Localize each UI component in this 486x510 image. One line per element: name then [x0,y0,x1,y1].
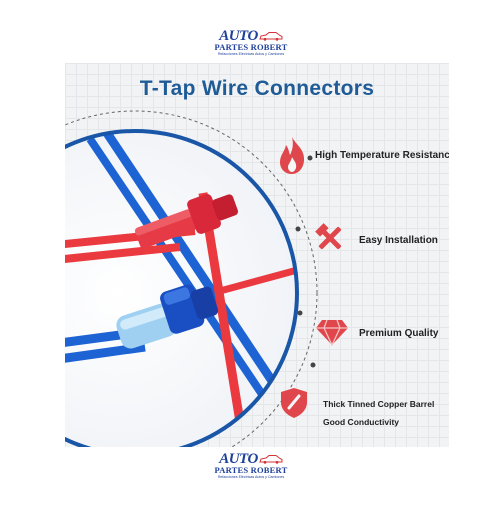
feature-label-copper-barrel: Thick Tinned Copper Barrel [323,399,435,409]
feature-label-high-temperature: High Temperature Resistance [315,150,449,161]
feature-label-conductivity: Good Conductivity [323,417,400,427]
car-icon [259,455,283,464]
diamond-icon [316,319,348,346]
car-icon [259,32,283,41]
shield-icon [281,388,307,418]
logo-name-text: PARTES ROBERT [214,465,288,475]
logo-brand-text: AUTO [219,28,258,44]
tools-icon [315,223,342,250]
flame-icon [280,137,305,174]
brand-logo-top: AUTO PARTES ROBERT Refacciones Eléctrica… [208,28,294,57]
product-panel: T-Tap Wire Connectors [65,63,449,447]
feature-label-easy-installation: Easy Installation [359,235,438,246]
feature-label-premium-quality: Premium Quality [359,328,439,339]
logo-name-text: PARTES ROBERT [214,42,288,52]
logo-tagline: Refacciones Eléctricas Autos y Camiones [217,52,285,56]
logo-tagline: Refacciones Eléctricas Autos y Camiones [217,475,285,479]
logo-brand-text: AUTO [219,451,258,467]
brand-logo-bottom: AUTO PARTES ROBERT Refacciones Eléctrica… [208,451,294,480]
product-photo [65,110,318,447]
panel-title: T-Tap Wire Connectors [139,77,375,100]
